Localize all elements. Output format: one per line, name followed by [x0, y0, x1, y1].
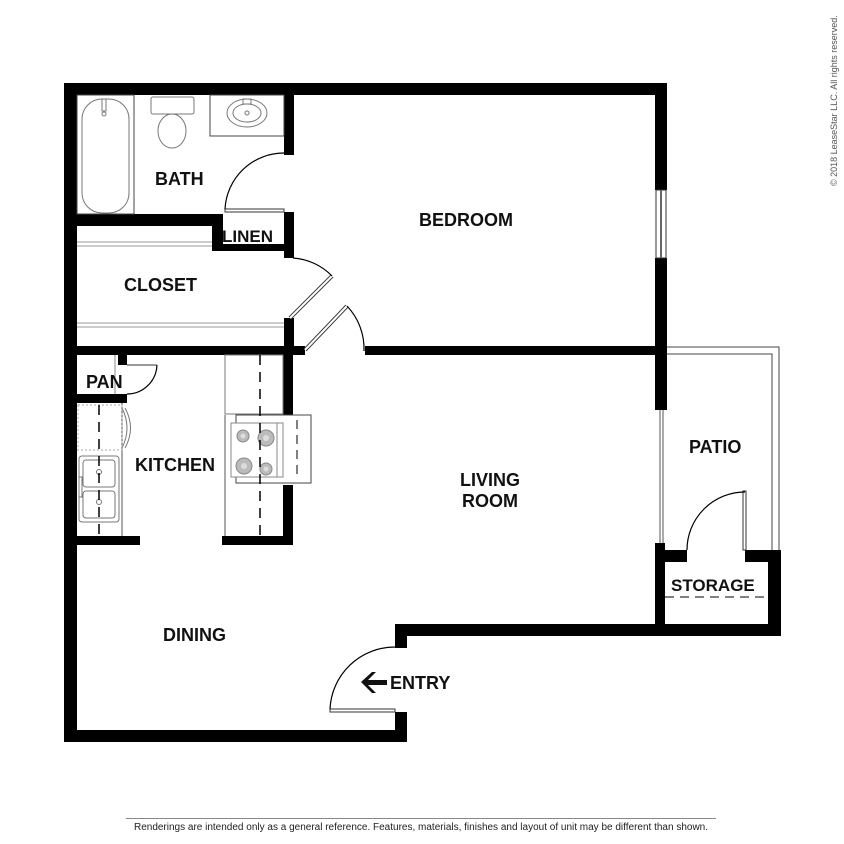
arrow-left-icon: [361, 672, 387, 693]
patio-label: PATIO: [689, 437, 741, 457]
footer-disclaimer: Renderings are intended only as a genera…: [133, 822, 709, 833]
storage-label: STORAGE: [671, 576, 755, 595]
entry-label: ENTRY: [390, 673, 450, 693]
bath-label: BATH: [155, 169, 204, 189]
bedroom-door: [303, 304, 365, 352]
bath-door: [224, 152, 285, 213]
storage-door: [665, 490, 768, 598]
pantry-door: [114, 355, 158, 395]
walls: [64, 83, 781, 742]
bedroom-label: BEDROOM: [419, 210, 513, 230]
kitchen-label: KITCHEN: [135, 455, 215, 475]
living-room-label-line1: LIVING: [460, 470, 520, 490]
pantry-label: PAN: [86, 372, 123, 392]
bedroom-window: [655, 189, 667, 259]
bathtub: [76, 94, 135, 215]
kitchen-right-counter: [224, 354, 312, 536]
closet-label: CLOSET: [124, 275, 197, 295]
toilet: [150, 96, 195, 149]
living-room-label-line2: ROOM: [462, 491, 518, 511]
footer-divider: [126, 818, 716, 819]
dining-label: DINING: [163, 625, 226, 645]
kitchen-left-counter: [77, 403, 131, 536]
copyright-notice: © 2018 LeaseStar LLC. All rights reserve…: [829, 15, 839, 186]
linen-label: LINEN: [222, 227, 273, 246]
sink-vanity: [209, 94, 285, 137]
closet-door: [288, 257, 334, 320]
entry-door: [329, 646, 396, 713]
closet-rods: [77, 241, 284, 328]
patio-outline: [659, 346, 780, 550]
